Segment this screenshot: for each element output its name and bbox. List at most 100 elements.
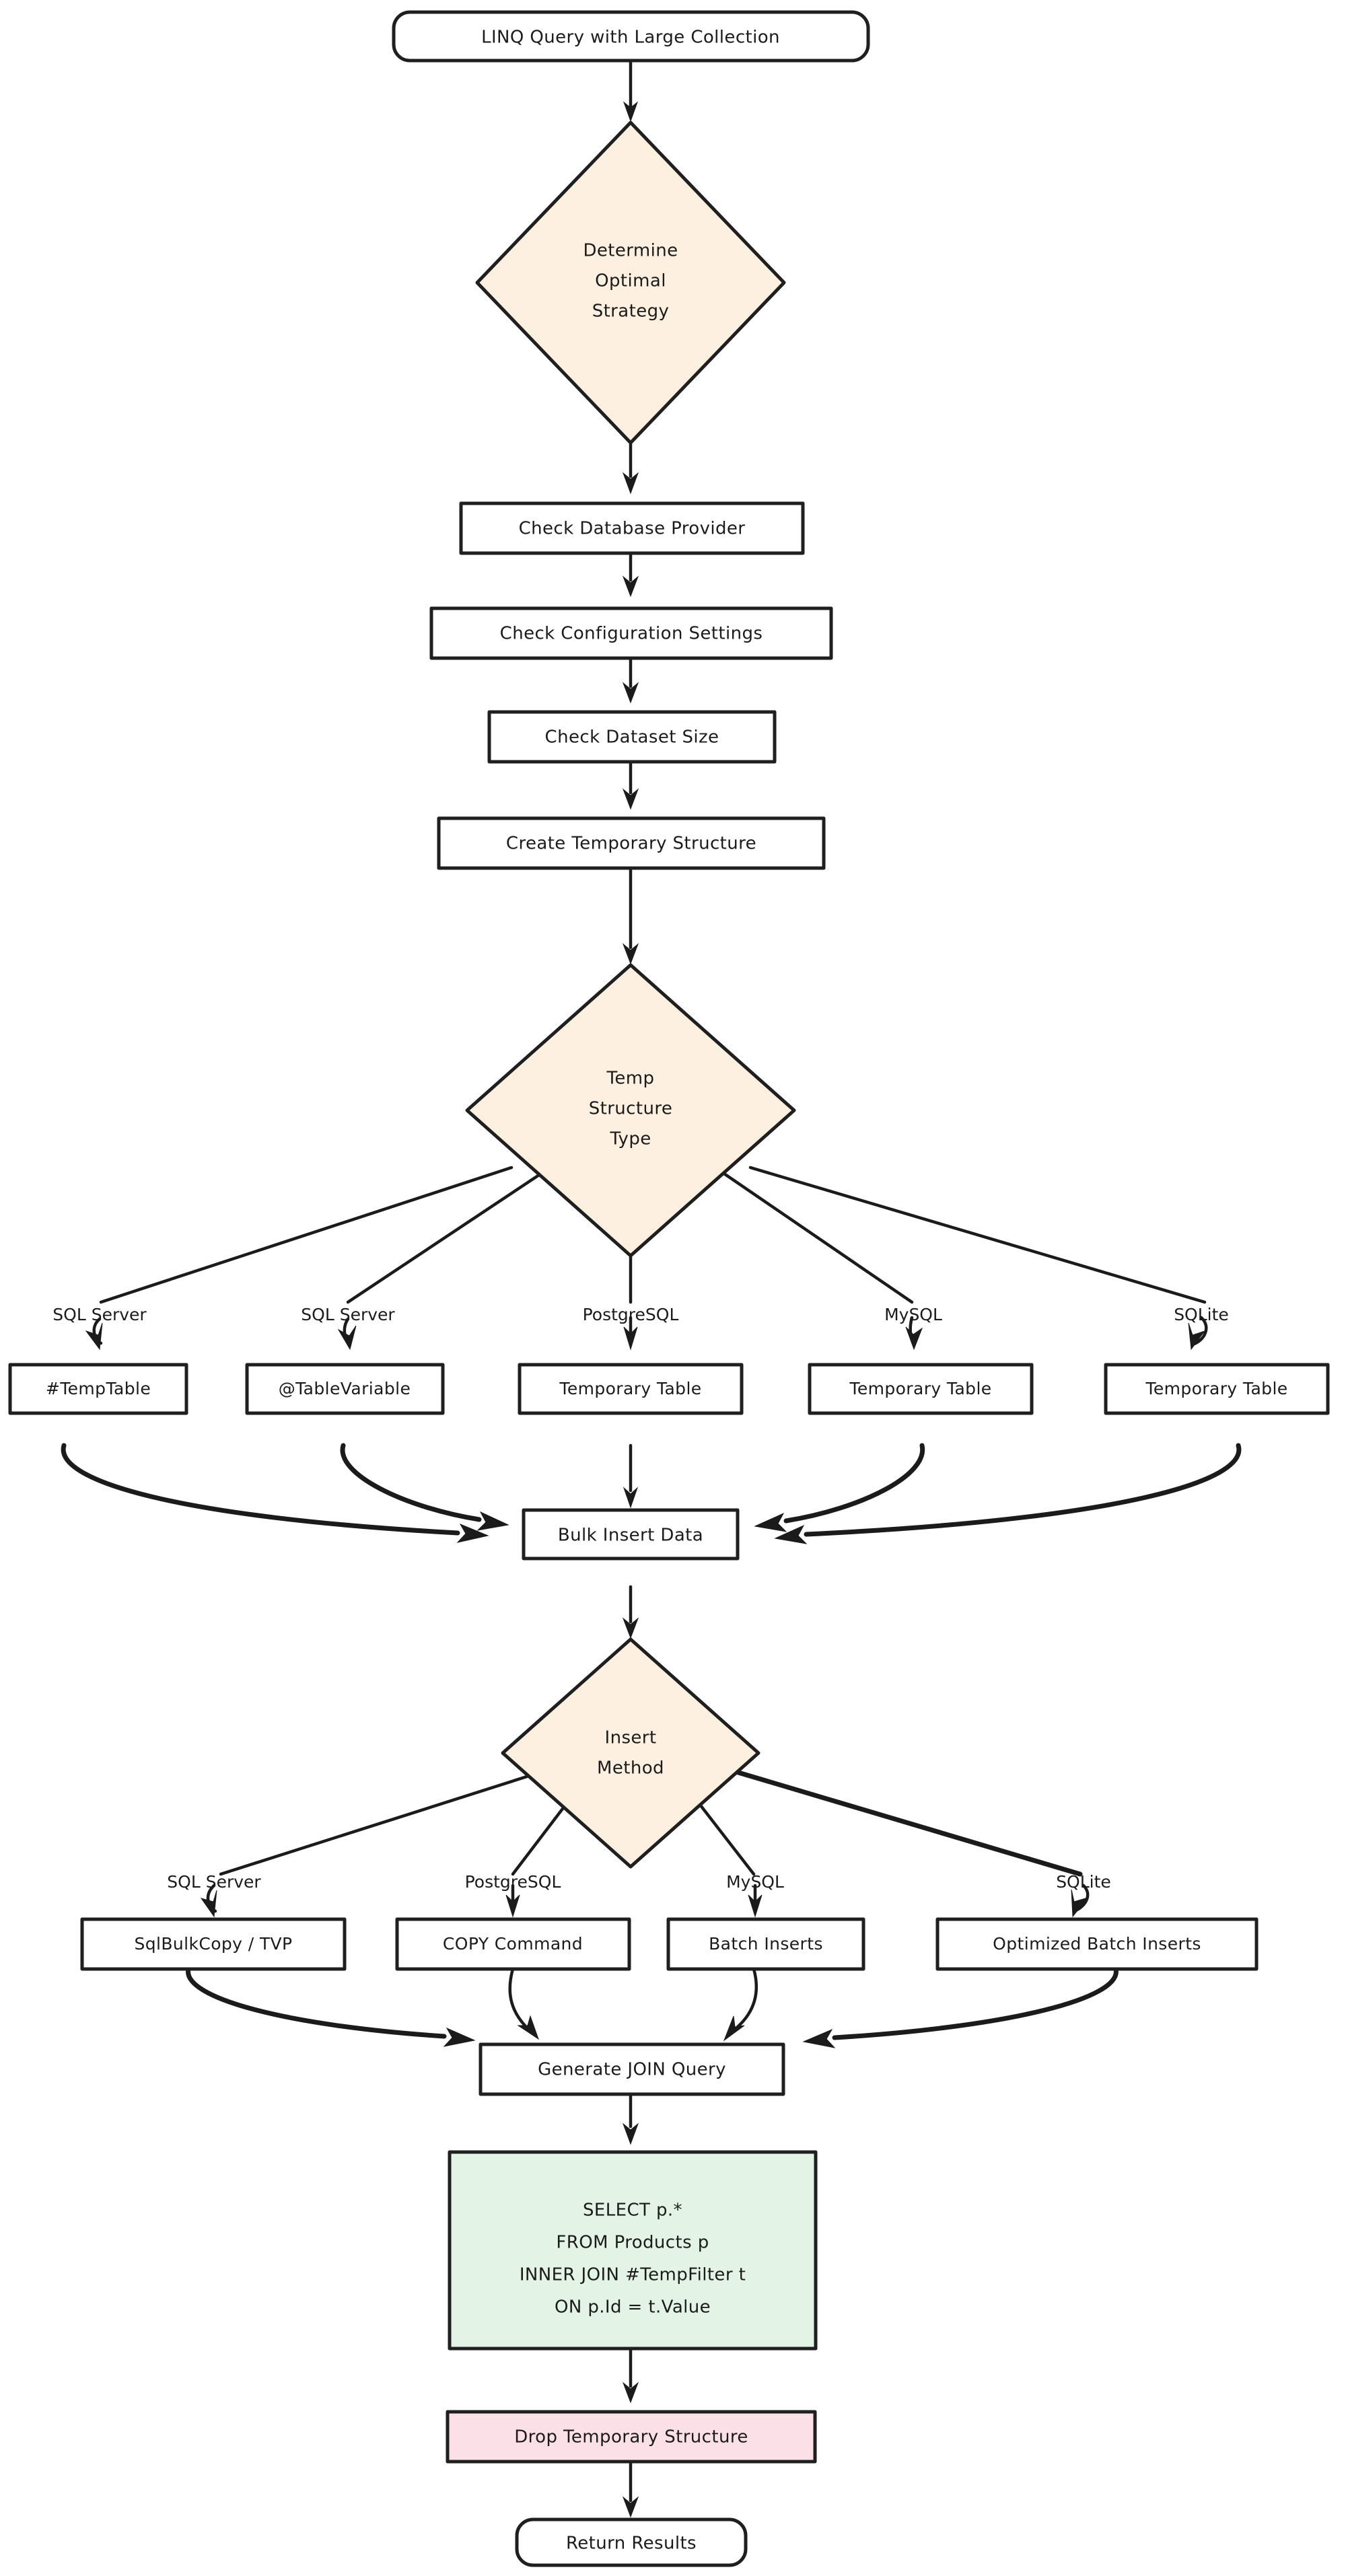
node-create-temp[interactable]: Create Temporary Structure [437,816,826,870]
edge-bulk-insert-to-insert-method [622,1585,639,1639]
edge-drop-temp-to-return-results [622,2461,639,2518]
edge-sqlitetemptable-to-bulk-insert [774,1443,1242,1544]
node-bulk-insert-label: Bulk Insert Data [558,1526,703,1546]
node-sql-query-shape[interactable] [448,2150,818,2351]
node-bulk-insert-shape[interactable] [522,1508,740,1561]
edge-insert-method-to-sqlbulkcopy [200,1764,561,1918]
node-check-provider[interactable]: Check Database Provider [459,501,805,555]
edge-optimized-batch-to-generate-join [802,1966,1119,2048]
node-sqlbulkcopy[interactable]: SqlBulkCopy / TVP [80,1917,347,1971]
node-pg-temptable-label: Temporary Table [559,1379,701,1398]
node-return-results[interactable]: Return Results [515,2517,748,2567]
node-insert-method-shape[interactable] [501,1637,760,1869]
node-check-config[interactable]: Check Configuration Settings [429,606,833,660]
edge-temp-type-to-tablevariable [337,1169,547,1351]
node-insert-method-line-1: Insert [605,1728,657,1748]
node-generate-join-label: Generate JOIN Query [538,2060,726,2080]
edge-sql-query-to-drop-temp [622,2347,639,2404]
node-determine-strategy-line-3: Strategy [592,301,670,322]
edge-temp-type-to-sqlitetemptable [748,1166,1208,1351]
edge-label-insert-mysql: MySQL [726,1872,784,1892]
node-insert-method[interactable]: Insert Method [501,1637,760,1869]
node-mysql-temptable-shape[interactable] [808,1363,1034,1415]
edge-sqlbulkcopy-to-generate-join [186,1966,476,2047]
edge-label-temp-type-sqlite: SQLite [1174,1305,1229,1324]
node-copy-command[interactable]: COPY Command [395,1917,631,1971]
node-temp-type-line-1: Temp [606,1069,655,1089]
node-sql-query-line-3: INNER JOIN #TempFilter t [520,2265,746,2285]
node-check-config-shape[interactable] [429,606,833,660]
node-generate-join[interactable]: Generate JOIN Query [479,2042,785,2096]
node-temp-type-line-3: Type [609,1129,651,1149]
node-start[interactable]: LINQ Query with Large Collection [392,10,870,63]
edge-copy-command-to-generate-join [508,1967,539,2040]
node-sqlite-temptable-shape[interactable] [1104,1363,1330,1415]
node-sqlbulkcopy-label: SqlBulkCopy / TVP [134,1934,292,1954]
node-sql-query[interactable]: SELECT p.* FROM Products p INNER JOIN #T… [448,2150,818,2351]
node-sqlite-temptable[interactable]: Temporary Table [1104,1363,1330,1415]
node-optimized-batch-shape[interactable] [935,1917,1259,1971]
edge-tablevariable-to-bulk-insert [340,1443,509,1531]
node-start-shape[interactable] [392,10,870,63]
edge-label-temp-type-sqlserver-2: SQL Server [301,1305,395,1324]
edge-labels-layer: SQL Server SQL Server PostgreSQL MySQL S… [52,1305,1229,1892]
edge-label-insert-postgresql: PostgreSQL [465,1872,561,1892]
node-return-results-label: Return Results [566,2534,697,2554]
node-optimized-batch-label: Optimized Batch Inserts [993,1934,1201,1954]
node-temp-type-line-2: Structure [589,1099,673,1119]
node-copy-command-shape[interactable] [395,1917,631,1971]
node-copy-command-label: COPY Command [443,1934,583,1954]
node-determine-strategy[interactable]: Determine Optimal Strategy [475,120,786,445]
node-check-provider-label: Check Database Provider [519,519,746,539]
edges-layer [61,59,1242,2518]
node-temptable-shape[interactable] [8,1363,188,1415]
node-determine-strategy-shape[interactable] [475,120,786,445]
node-tablevariable-shape[interactable] [245,1363,445,1415]
node-drop-temp-shape[interactable] [446,2410,817,2464]
node-optimized-batch[interactable]: Optimized Batch Inserts [935,1917,1259,1971]
edge-start-to-determine-strategy [623,59,639,122]
node-return-results-shape[interactable] [515,2517,748,2567]
edge-batch-inserts-to-generate-join [723,1967,758,2042]
node-bulk-insert[interactable]: Bulk Insert Data [522,1508,740,1561]
edge-generate-join-to-sql-query [622,2091,639,2145]
edge-create-temp-to-temp-type [622,866,639,965]
node-create-temp-label: Create Temporary Structure [506,834,756,854]
edge-label-insert-sqlite: SQLite [1056,1872,1111,1892]
node-mysql-temptable-label: Temporary Table [849,1379,991,1398]
node-batch-inserts-label: Batch Inserts [709,1934,823,1954]
node-temp-type[interactable]: Temp Structure Type [465,963,796,1258]
node-batch-inserts[interactable]: Batch Inserts [666,1917,865,1971]
node-drop-temp-label: Drop Temporary Structure [514,2427,748,2447]
node-sqlbulkcopy-shape[interactable] [80,1917,347,1971]
node-temptable[interactable]: #TempTable [8,1363,188,1415]
edge-mysqltemptable-to-bulk-insert [754,1443,925,1532]
node-check-dataset[interactable]: Check Dataset Size [487,710,777,764]
node-mysql-temptable[interactable]: Temporary Table [808,1363,1034,1415]
node-sql-query-line-2: FROM Products p [556,2233,709,2253]
node-pg-temptable[interactable]: Temporary Table [518,1363,744,1415]
node-temp-type-shape[interactable] [465,963,796,1258]
node-drop-temp[interactable]: Drop Temporary Structure [446,2410,817,2464]
edge-temp-type-to-temptable [85,1166,513,1351]
node-check-dataset-label: Check Dataset Size [545,727,719,748]
edge-label-temp-type-mysql: MySQL [884,1305,942,1324]
node-create-temp-shape[interactable] [437,816,826,870]
node-tablevariable-label: @TableVariable [279,1379,411,1398]
node-check-provider-shape[interactable] [459,501,805,555]
edge-check-dataset-to-create-temp [622,760,639,810]
edge-label-temp-type-postgresql: PostgreSQL [583,1305,679,1324]
node-determine-strategy-line-1: Determine [583,241,678,261]
node-batch-inserts-shape[interactable] [666,1917,865,1971]
node-temptable-label: #TempTable [46,1379,151,1398]
node-generate-join-shape[interactable] [479,2042,785,2096]
node-tablevariable[interactable]: @TableVariable [245,1363,445,1415]
node-start-label: LINQ Query with Large Collection [481,28,780,48]
node-pg-temptable-shape[interactable] [518,1363,744,1415]
edge-insert-method-to-optimized-batch [704,1760,1090,1918]
node-check-dataset-shape[interactable] [487,710,777,764]
node-sql-query-line-4: ON p.Id = t.Value [555,2297,711,2318]
node-check-config-label: Check Configuration Settings [500,624,763,644]
